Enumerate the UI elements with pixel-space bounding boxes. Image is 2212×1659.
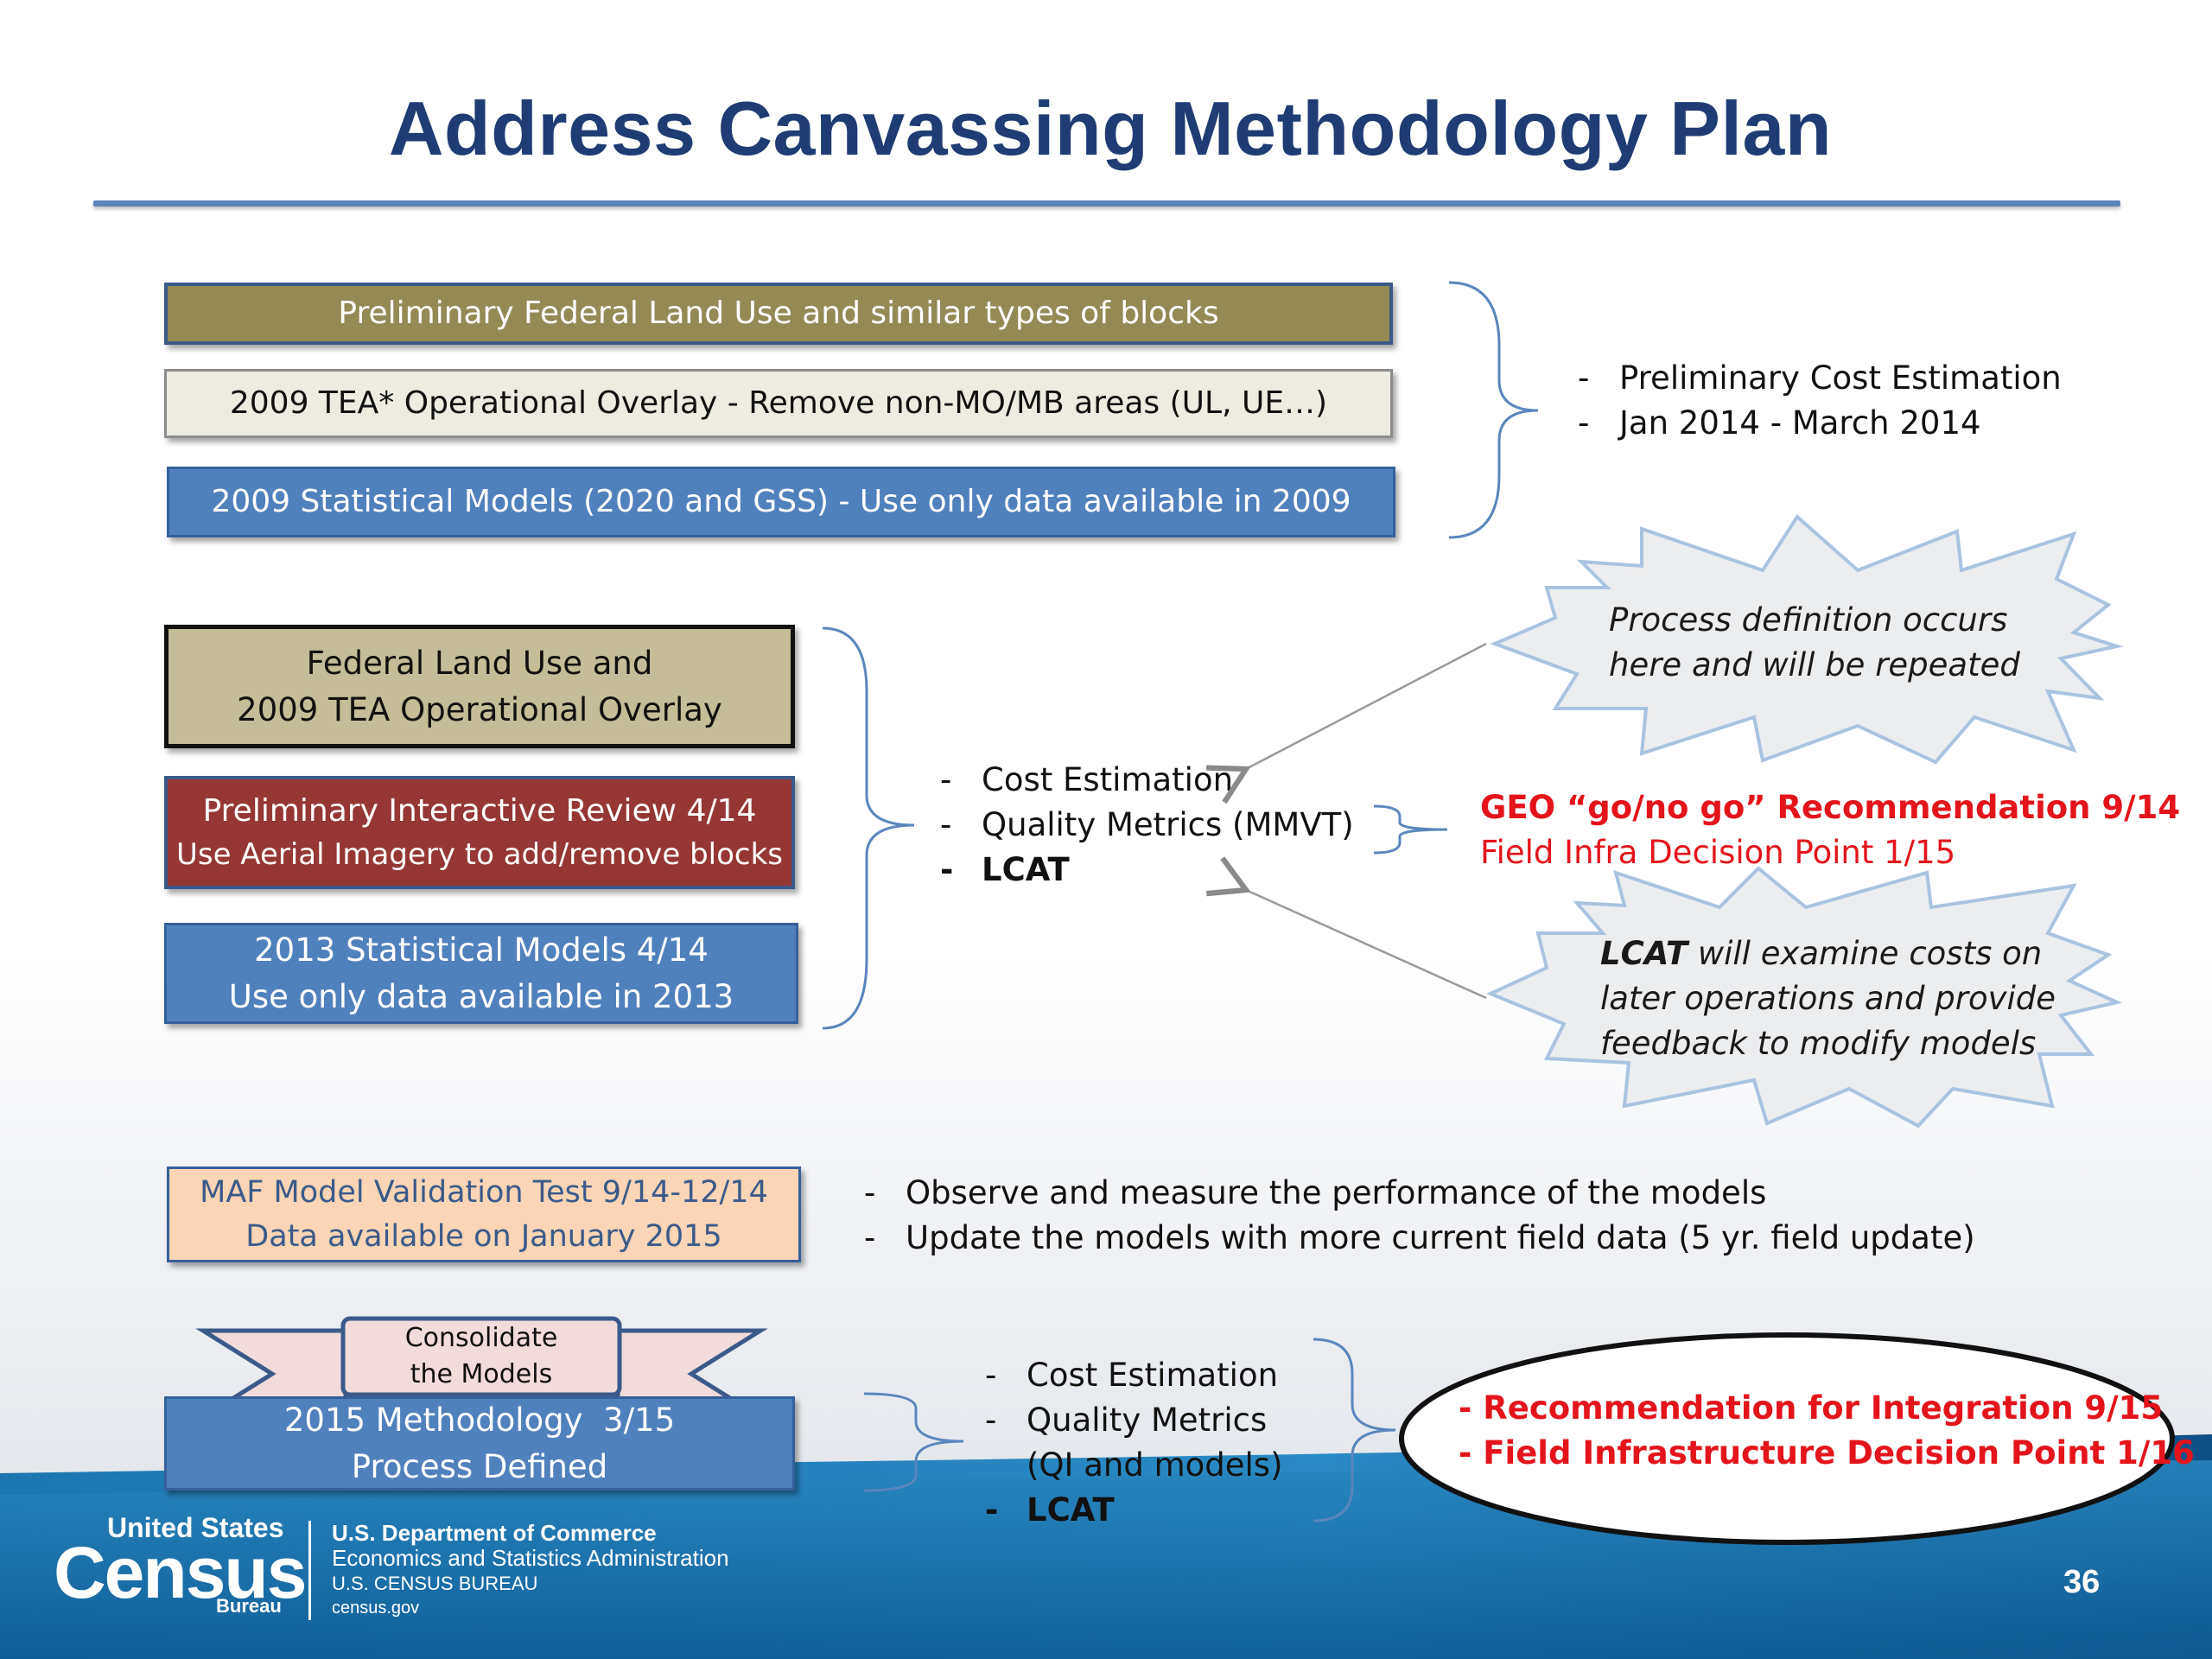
brace-section1 [1448,281,1539,539]
oval-line: - Field Infrastructure Decision Point 1/… [1459,1434,2195,1471]
box-line: Process Defined [351,1447,608,1485]
section3-bullets: -Observe and measure the performance of … [864,1171,1975,1261]
box-2009-statistical-models: 2009 Statistical Models (2020 and GSS) -… [167,467,1395,537]
decision-text: Field Infra Decision Point 1/15 [1480,834,1956,871]
box-preliminary-federal-land-use: Preliminary Federal Land Use and similar… [164,283,1393,345]
burst1-text: Process definition occurs here and will … [1609,598,2020,688]
burst-line: later operations and provide [1600,980,2056,1017]
bullet: -Cost Estimation [985,1357,1279,1394]
burst2-text: LCAT will examine costs on later operati… [1600,931,2056,1066]
brace-section4-right [1313,1338,1396,1522]
ribbon-line: Consolidate [404,1323,558,1353]
logo-divider [308,1521,311,1620]
agency-line: Economics and Statistics Administration [332,1545,729,1571]
box-line: 2013 Statistical Models 4/14 [254,931,709,969]
bullet: -Update the models with more current fie… [864,1219,1975,1256]
agency-block: U.S. Department of Commerce Economics an… [332,1521,729,1621]
box-line: MAF Model Validation Test 9/14-12/14 [200,1174,768,1210]
recommendation-text: GEO “go/no go” Recommendation 9/14 [1480,789,2181,826]
box-2013-statistical-models: 2013 Statistical Models 4/14 Use only da… [164,923,798,1024]
title-underline [93,200,2120,207]
box-line: Preliminary Interactive Review 4/14 [202,792,757,829]
section2-recommendation: GEO “go/no go” Recommendation 9/14 Field… [1480,785,2180,875]
bullet: -Quality Metrics [985,1402,1268,1439]
slide-title: Address Canvassing Methodology Plan [388,86,1833,171]
logo-main: Census [54,1532,307,1613]
box-line: Data available on January 2015 [245,1218,722,1254]
brace-section2 [822,626,915,1030]
ribbon-center [340,1316,622,1397]
brace-section4-left [863,1392,964,1492]
page-number: 36 [2063,1564,2101,1600]
ribbon-line: the Models [410,1359,553,1389]
logo-top: United States [107,1512,284,1543]
bullet: -Preliminary Cost Estimation [1578,359,2062,397]
bullet: -Jan 2014 - March 2014 [1578,404,1981,442]
bullet: -Cost Estimation [940,761,1234,798]
brace-small [1373,804,1448,855]
burst-process-definition [1490,513,2124,765]
oval-recommendation [1399,1332,2175,1545]
box-federal-land-use-overlay: Federal Land Use and 2009 TEA Operationa… [164,625,795,748]
section4-bullets: -Cost Estimation -Quality Metrics (QI an… [985,1353,1283,1533]
arrow-to-lcat [1206,856,1487,1000]
burst-lcat [1486,866,2123,1128]
box-preliminary-interactive-review: Preliminary Interactive Review 4/14 Use … [164,776,795,889]
ribbon-text: Consolidate the Models [343,1320,620,1393]
oval-line: - Recommendation for Integration 9/15 [1459,1389,2164,1427]
agency-line: U.S. CENSUS BUREAU [332,1573,538,1594]
box-line: 2015 Methodology 3/15 [283,1401,676,1439]
box-label: 2009 Statistical Models (2020 and GSS) -… [211,483,1351,519]
bullet: (QI and models) [1027,1446,1283,1484]
section2-bullets: -Cost Estimation -Quality Metrics (MMVT)… [940,758,1354,893]
box-line: Use only data available in 2013 [228,977,734,1015]
arrow-to-cost-estimation [1206,642,1487,804]
box-2015-methodology: 2015 Methodology 3/15 Process Defined [164,1396,795,1491]
bullet: -Quality Metrics (MMVT) [940,806,1354,843]
bullet: -LCAT [940,851,1070,888]
burst-line: here and will be repeated [1609,646,2020,683]
burst-line: Process definition occurs [1609,601,2008,639]
box-line: Federal Land Use and [306,644,653,682]
agency-line: census.gov [332,1599,420,1618]
box-line: 2009 TEA Operational Overlay [237,690,722,728]
oval-text: - Recommendation for Integration 9/15 - … [1459,1386,2195,1476]
box-label: Preliminary Federal Land Use and similar… [338,295,1219,331]
box-2009-tea-overlay: 2009 TEA* Operational Overlay - Remove n… [164,369,1393,438]
section1-bullets: -Preliminary Cost Estimation -Jan 2014 -… [1578,356,2062,446]
bullet: -LCAT [985,1491,1115,1529]
burst-line: feedback to modify models [1600,1025,2037,1062]
agency-line: U.S. Department of Commerce [332,1520,657,1546]
box-label: 2009 TEA* Operational Overlay - Remove n… [229,385,1328,421]
logo-bottom: Bureau [216,1595,282,1617]
burst-line: LCAT will examine costs on [1600,935,2043,972]
box-maf-model-validation: MAF Model Validation Test 9/14-12/14 Dat… [167,1166,801,1262]
bullet: -Observe and measure the performance of … [864,1174,1767,1211]
box-line: Use Aerial Imagery to add/remove blocks [175,836,784,872]
